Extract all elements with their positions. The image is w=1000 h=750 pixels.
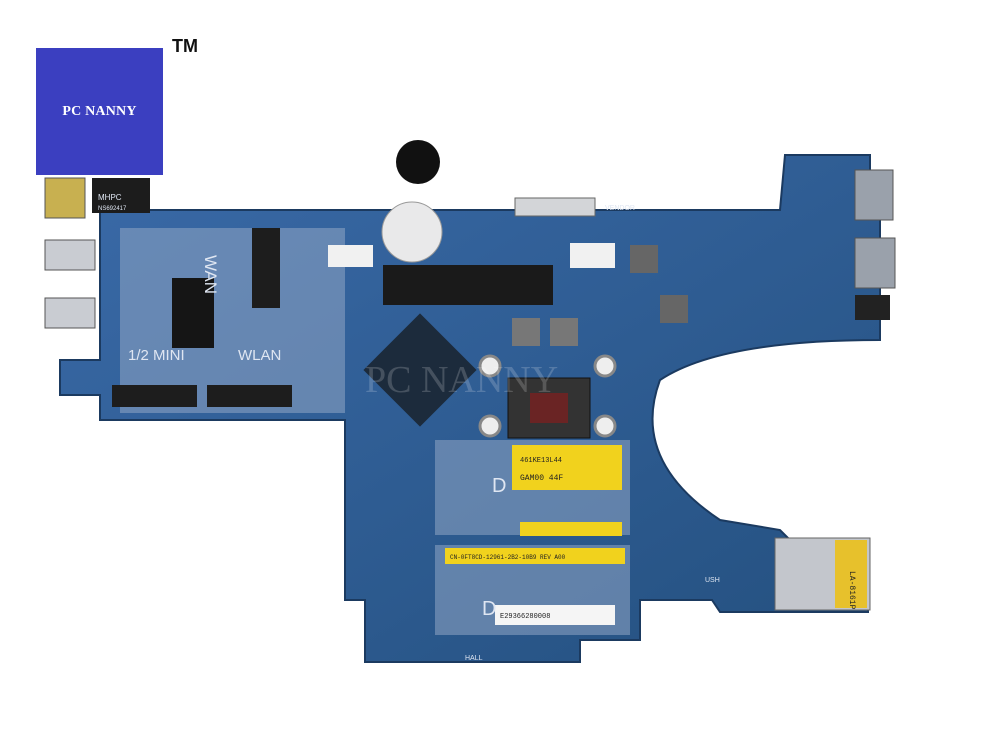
usb-port-2 (44, 297, 96, 329)
ram-d-top: D (492, 475, 506, 497)
chipset (363, 313, 477, 427)
side-sticker (835, 540, 867, 608)
screw-hole-2 (593, 354, 617, 378)
cpu-sticker-text-2: GAM00 44F (520, 474, 563, 483)
vga-port (854, 169, 894, 221)
half-mini-label: 1/2 MINI (128, 347, 185, 364)
vendor-label: VENDOR (605, 205, 635, 212)
watermark-text: PC NANNY (365, 359, 558, 401)
white-pad-1 (328, 245, 373, 267)
white-pad-2 (570, 243, 615, 268)
inductor-3 (630, 245, 658, 273)
ram-sticker-white (495, 605, 615, 625)
cpu-core (530, 393, 568, 423)
battery-disc (381, 201, 443, 263)
ram-sticker-top (512, 445, 622, 490)
mini-slot-left (112, 385, 197, 407)
wlan-label: WLAN (238, 347, 281, 364)
ram-sticker-mid (520, 522, 622, 536)
lan-chip (92, 178, 150, 213)
screw-hole-4 (593, 414, 617, 438)
cmos-battery (396, 140, 440, 184)
wwan-shield (120, 228, 345, 413)
wan-label: WAN (201, 255, 220, 294)
brand-logo: PC NANNY (36, 48, 163, 175)
screw-hole-1 (478, 354, 502, 378)
inductor-4 (660, 295, 688, 323)
inductor-2 (550, 318, 578, 346)
side-sticker-text: LA-8161P (847, 571, 856, 610)
trademark-mark: TM (172, 36, 198, 56)
black-tape (172, 278, 214, 348)
lan-chip-mark-2: NS692417 (98, 206, 127, 212)
lan-chip-mark: MHPC (98, 193, 122, 202)
brand-logo-text: PC NANNY (62, 103, 137, 119)
hdmi-port (44, 177, 86, 219)
ram-d-bottom: D (482, 598, 496, 620)
mini-slot-right (207, 385, 292, 407)
screw-hole-3 (478, 414, 502, 438)
inductor-1 (512, 318, 540, 346)
top-connector (514, 197, 596, 217)
usb-port-1 (44, 239, 96, 271)
ram-sticker-strip (445, 548, 625, 564)
audio-jack (855, 295, 890, 320)
ram-sticker-text: CN-0FT8CD-12961-2B2-10B9 REV A00 (450, 554, 566, 561)
usb-label: USH (705, 577, 720, 584)
main-connector (383, 265, 553, 305)
hall-label: HALL (465, 655, 483, 662)
ram-sticker-bottom-text: E29366280008 (500, 613, 550, 621)
wwan-slot (252, 228, 280, 308)
ethernet-port (854, 237, 896, 289)
cpu-sticker-text-1: 461KE13L44 (520, 457, 562, 465)
